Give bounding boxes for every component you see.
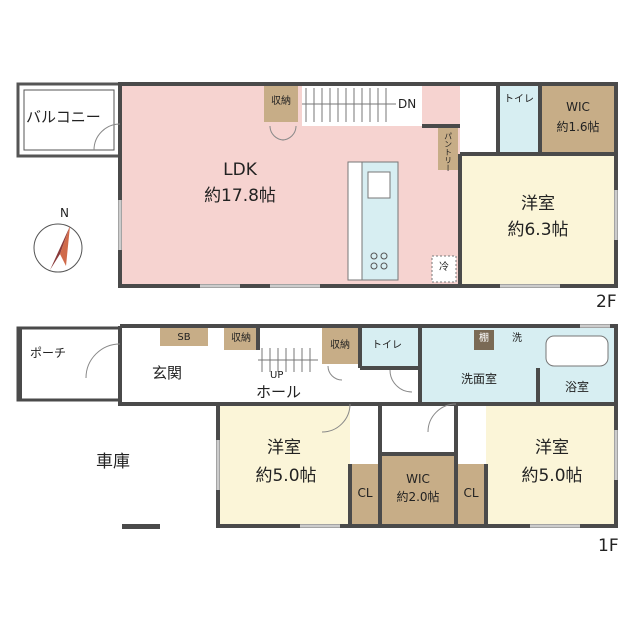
floor-2f-label: 2F [596,292,617,312]
bedroom-1f-left-size: 約5.0帖 [255,466,317,486]
pantry [438,128,458,170]
shoe-box [160,328,208,346]
compass-n-label: N [60,206,69,220]
hall-label: ホール [256,383,302,401]
closet-right-label: CL [463,486,479,500]
closet-left [350,464,380,526]
fridge-label: 冷 [439,262,449,273]
garage-label: 車庫 [96,452,130,472]
wic-2f-room [540,84,616,154]
storage-2f-label: 収納 [271,96,291,107]
bedroom-2f-size: 約6.3帖 [507,220,569,240]
bedroom-2f-room [460,154,616,286]
wic-1f-size: 約2.0帖 [396,490,440,504]
toilet-2f-label: トイレ [504,94,534,105]
balcony-area [16,82,122,158]
toilet-1f-label: トイレ [372,340,402,351]
bedroom-1f-left-label: 洋室 [267,438,301,458]
bedroom-1f-right-size: 約5.0帖 [521,466,583,486]
fridge-space [431,255,457,283]
toilet-1f-room [360,328,418,368]
closet-left-label: CL [357,486,373,500]
porch-label: ポーチ [30,346,67,360]
wic-1f-label: WIC [406,472,430,486]
wic-2f-size: 約1.6帖 [556,120,600,134]
storage-1f-b-label: 収納 [330,340,350,351]
ldk-label: LDK [223,160,257,180]
bathroom-label: 浴室 [564,380,589,394]
bedroom-1f-left-room [218,406,350,526]
storage-1f-b [322,328,358,364]
stairs-up-label: UP [270,370,284,381]
storage-1f-a [224,328,258,350]
laundry-label: 洗 [512,333,522,344]
bedroom-1f-right-room [486,406,616,526]
bedroom-2f-label: 洋室 [521,194,555,214]
wic-2f-label: WIC [566,100,590,114]
washroom-label: 洗面室 [460,372,497,386]
ldk-size: 約17.8帖 [204,186,276,206]
storage-2f [264,86,298,122]
entrance-label: 玄関 [152,364,183,382]
pantry-label: パントリー [443,132,453,172]
closet-right [456,464,486,526]
wic-1f-room [380,454,456,526]
balcony-label: バルコニー [26,108,101,126]
storage-1f-a-label: 収納 [231,333,251,344]
shoe-box-label: SB [177,332,191,343]
shelf-label: 棚 [479,333,489,344]
floor-1f-label: 1F [598,536,619,556]
bedroom-1f-right-label: 洋室 [535,438,569,458]
compass [33,223,83,273]
stairs-dn-label: DN [398,97,417,111]
toilet-2f-room [498,84,540,154]
